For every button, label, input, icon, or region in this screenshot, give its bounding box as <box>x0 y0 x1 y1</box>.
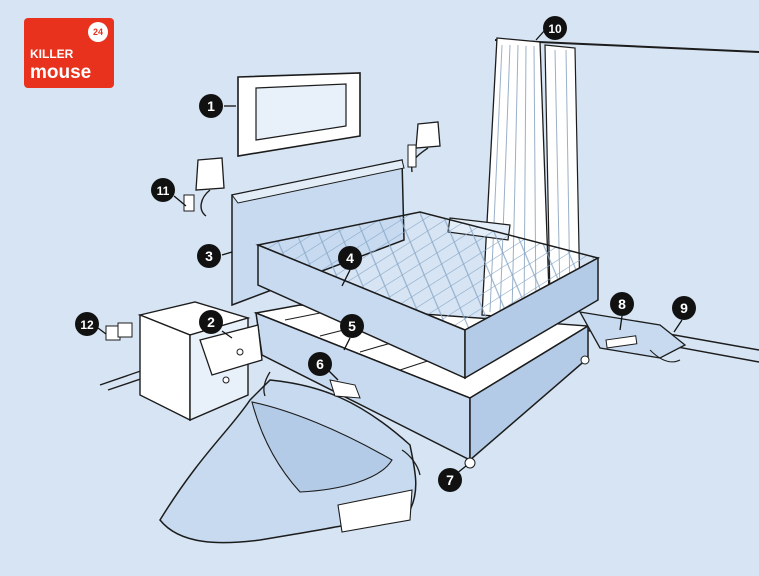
box-spring-underside <box>159 371 421 544</box>
svg-text:10: 10 <box>548 22 562 36</box>
svg-text:KILLER: KILLER <box>30 47 74 61</box>
svg-text:1: 1 <box>207 98 215 114</box>
callout-4: 4 <box>338 246 362 270</box>
killer-mouse-logo: 24 KILLER mouse <box>24 18 114 88</box>
callout-10: 10 <box>543 16 567 40</box>
svg-text:11: 11 <box>157 184 170 198</box>
svg-text:8: 8 <box>618 296 626 312</box>
callout-8: 8 <box>610 292 634 316</box>
picture-frame <box>237 72 361 157</box>
callout-3: 3 <box>197 244 221 268</box>
svg-text:24: 24 <box>93 27 103 37</box>
svg-text:4: 4 <box>346 250 354 266</box>
callout-9: 9 <box>672 296 696 320</box>
callout-12: 12 <box>75 312 99 336</box>
callout-2: 2 <box>199 310 223 334</box>
svg-text:mouse: mouse <box>30 62 91 83</box>
wall-lamp-left <box>183 157 225 217</box>
svg-text:12: 12 <box>80 318 94 332</box>
callout-7: 7 <box>438 468 462 492</box>
svg-text:9: 9 <box>680 300 688 316</box>
electrical-outlet <box>105 322 133 341</box>
callout-5: 5 <box>340 314 364 338</box>
nightstand <box>137 301 263 422</box>
svg-text:6: 6 <box>316 356 324 372</box>
callout-6: 6 <box>308 352 332 376</box>
svg-text:7: 7 <box>446 472 454 488</box>
mattress <box>255 211 601 380</box>
svg-text:3: 3 <box>205 248 213 264</box>
carpet-edge <box>578 311 687 363</box>
callout-arrows <box>97 29 683 475</box>
callout-1: 1 <box>199 94 223 118</box>
callout-11: 11 <box>151 178 175 202</box>
svg-text:5: 5 <box>348 318 356 334</box>
svg-text:2: 2 <box>207 314 215 330</box>
wall-lamp-right <box>407 121 441 173</box>
